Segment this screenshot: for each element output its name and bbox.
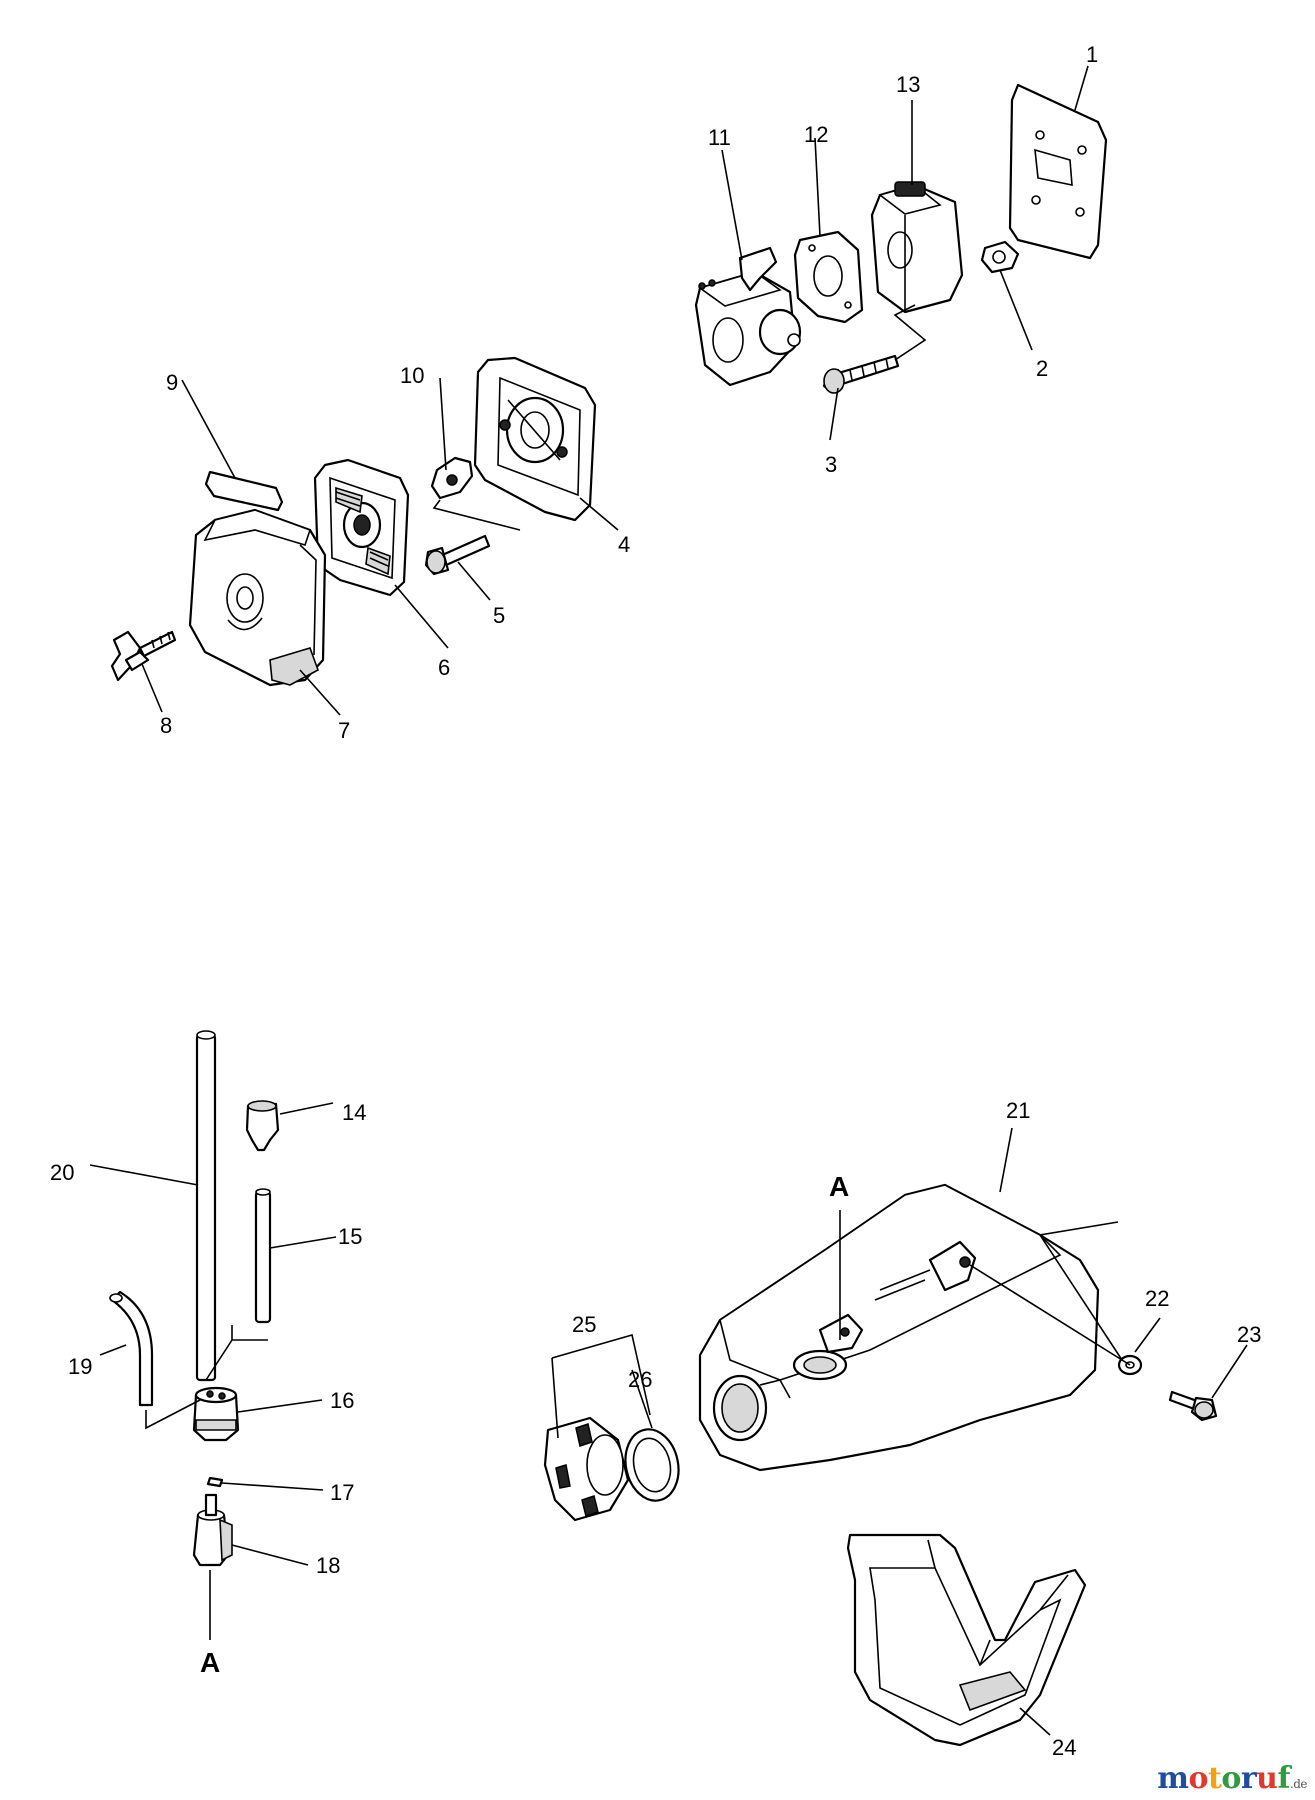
reference-marker-a-tank: A xyxy=(829,1171,849,1202)
watermark-suffix: .de xyxy=(1289,1777,1308,1791)
leader-clip-bracket xyxy=(432,499,521,531)
part-18-fuel-filter xyxy=(192,1493,233,1567)
part-6-filter-element xyxy=(313,458,410,597)
callout-9: 9 xyxy=(166,370,178,395)
part-20-fuel-pipe xyxy=(195,1030,217,1382)
callout-10: 10 xyxy=(400,363,424,388)
callout-26: 26 xyxy=(628,1367,652,1392)
callout-13: 13 xyxy=(896,72,920,97)
callout-22: 22 xyxy=(1145,1286,1169,1311)
part-11-carburetor xyxy=(694,246,802,387)
motoruf-watermark: motoruf.de xyxy=(1157,1761,1307,1796)
callout-12: 12 xyxy=(804,122,828,147)
part-21-fuel-tank xyxy=(698,1183,1100,1472)
fuel-line-leaders xyxy=(89,1102,337,1640)
watermark-letter: t xyxy=(1207,1761,1222,1796)
callout-3: 3 xyxy=(825,452,837,477)
part-10-clip xyxy=(430,456,474,500)
callout-16: 16 xyxy=(330,1388,354,1413)
top-assembly-leaders xyxy=(141,65,1089,716)
callout-14: 14 xyxy=(342,1100,366,1125)
part-5-screw xyxy=(424,534,491,576)
callout-23: 23 xyxy=(1237,1322,1261,1347)
part-17-clip xyxy=(206,1476,224,1488)
part-19-bent-hose xyxy=(109,1290,154,1407)
callout-20: 20 xyxy=(50,1160,74,1185)
watermark-letter: o xyxy=(1188,1761,1208,1796)
part-13-insulator xyxy=(870,181,964,314)
part-4-filter-base xyxy=(473,356,597,522)
callout-4: 4 xyxy=(618,532,630,557)
callout-24: 24 xyxy=(1052,1735,1076,1760)
watermark-letter: r xyxy=(1240,1761,1257,1796)
callout-17: 17 xyxy=(330,1480,354,1505)
callout-8: 8 xyxy=(160,713,172,738)
callout-1: 1 xyxy=(1086,42,1098,67)
part-23-screw xyxy=(1168,1390,1218,1422)
part-12-gasket xyxy=(793,230,864,324)
callout-6: 6 xyxy=(438,655,450,680)
part-2-nut xyxy=(980,240,1020,274)
callout-2: 2 xyxy=(1036,356,1048,381)
part-14-cap xyxy=(245,1100,280,1152)
callout-21: 21 xyxy=(1006,1098,1030,1123)
part-15-short-pipe xyxy=(254,1188,272,1324)
fuel-tank-leaders xyxy=(551,1127,1248,1736)
part-7-filter-cover xyxy=(188,508,327,687)
callout-15: 15 xyxy=(338,1224,362,1249)
part-3-bolt xyxy=(822,354,900,394)
part-25-tank-cap xyxy=(543,1416,630,1522)
callout-25: 25 xyxy=(572,1312,596,1337)
watermark-logo-letters: motoruf xyxy=(1157,1761,1290,1796)
callout-19: 19 xyxy=(68,1354,92,1379)
part-16-grommet xyxy=(192,1386,240,1442)
part-26-gasket-ring xyxy=(624,1428,680,1502)
part-8-wing-bolt xyxy=(110,630,177,682)
callout-11: 11 xyxy=(708,125,731,150)
leader-carb-bolt-bracket xyxy=(893,304,927,361)
watermark-letter: m xyxy=(1157,1761,1189,1796)
reference-marker-a-filter: A xyxy=(200,1647,220,1678)
part-1-gasket xyxy=(1008,83,1108,260)
watermark-letter: f xyxy=(1277,1761,1290,1796)
watermark-letter: o xyxy=(1221,1761,1241,1796)
callout-18: 18 xyxy=(316,1553,340,1578)
watermark-letter: u xyxy=(1256,1761,1278,1796)
callout-7: 7 xyxy=(338,718,350,743)
part-9-pad xyxy=(204,470,284,512)
part-24-tank-guard xyxy=(846,1533,1087,1747)
callout-5: 5 xyxy=(493,603,505,628)
